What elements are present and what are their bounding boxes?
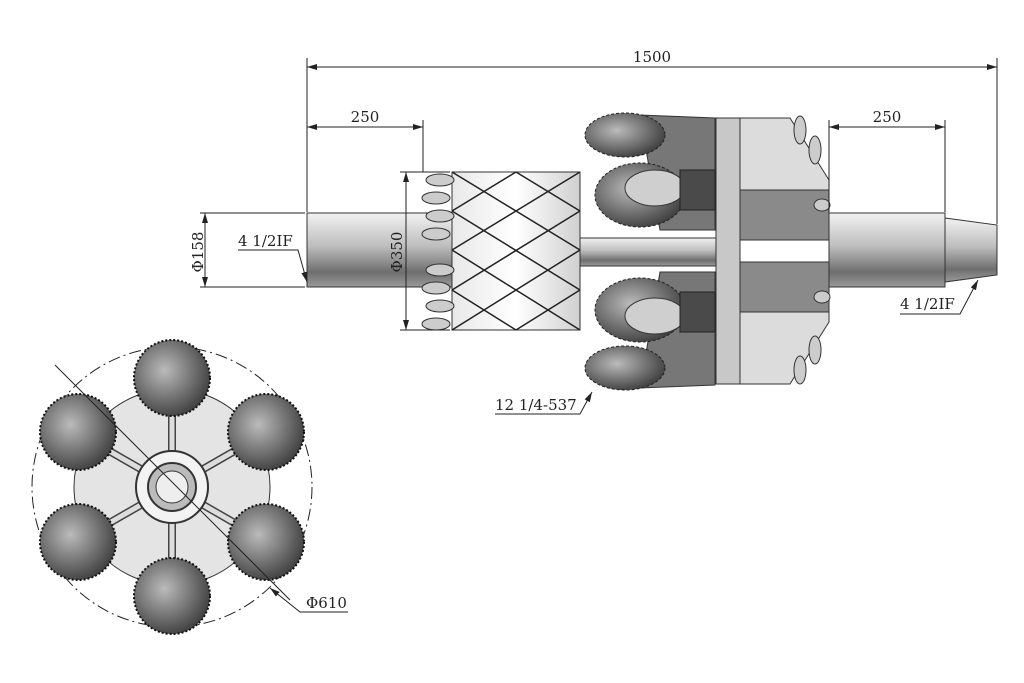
dimension-overall: 1500 (306, 48, 998, 224)
overall-length-label: 1500 (633, 48, 671, 66)
cutter-spec-label: 12 1/4-537 (495, 396, 577, 414)
stabilizer-block (739, 115, 831, 385)
left-shaft-length-label: 250 (351, 108, 380, 126)
side-view (306, 112, 998, 391)
dimension-drum-diameter: Φ350 (388, 171, 450, 331)
cutter-diameter-label: Φ610 (306, 594, 347, 612)
right-thread-label: 4 1/2IF (900, 295, 955, 313)
left-thread-label: 4 1/2IF (238, 232, 293, 250)
callout-left-thread: 4 1/2IF (238, 232, 308, 283)
dimension-left-shaft: 250 (307, 108, 424, 172)
callout-right-thread: 4 1/2IF (900, 279, 979, 315)
dimension-shaft-diameter: Φ158 (189, 212, 305, 288)
roller-cutters-lower (584, 271, 716, 391)
roller-cutters-upper (584, 112, 716, 231)
right-shaft (828, 212, 946, 288)
right-pin-cone (944, 217, 998, 283)
callout-cutter-spec: 12 1/4-537 (495, 391, 593, 415)
dimension-cutter-diameter: Φ610 (269, 587, 348, 613)
drum-diameter-label: Φ350 (388, 232, 406, 273)
end-view (31, 339, 313, 635)
dimension-right-shaft: 250 (828, 108, 946, 212)
center-shaft (574, 237, 726, 267)
right-shaft-length-label: 250 (873, 108, 902, 126)
reaming-drum (421, 171, 581, 331)
flange-disk (715, 117, 741, 385)
shaft-diameter-label: Φ158 (189, 232, 207, 273)
